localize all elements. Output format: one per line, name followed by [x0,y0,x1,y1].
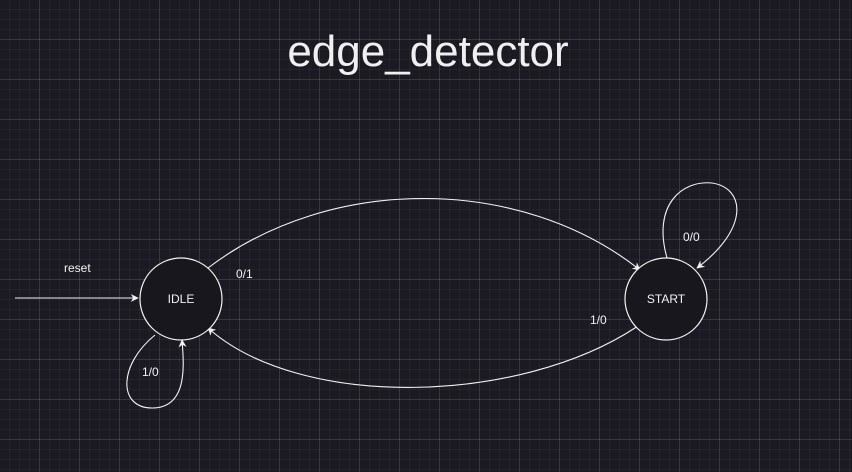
transition-idle-to-start [207,198,641,271]
state-idle[interactable]: IDLE [139,257,223,341]
transition-start-to-idle-label: 1/0 [590,313,607,327]
transition-start-self-loop-label: 0/0 [683,230,700,244]
transition-start-to-idle [207,325,639,388]
state-idle-label: IDLE [168,292,195,306]
transition-idle-self-loop [126,334,187,409]
reset-label: reset [64,261,91,275]
transition-start-self-loop [662,182,738,269]
state-start[interactable]: START [624,257,708,341]
transition-idle-to-start-label: 0/1 [236,267,253,281]
transition-idle-self-loop-label: 1/0 [142,365,159,379]
diagram-title: edge_detector [287,27,568,76]
state-start-label: START [647,292,686,306]
